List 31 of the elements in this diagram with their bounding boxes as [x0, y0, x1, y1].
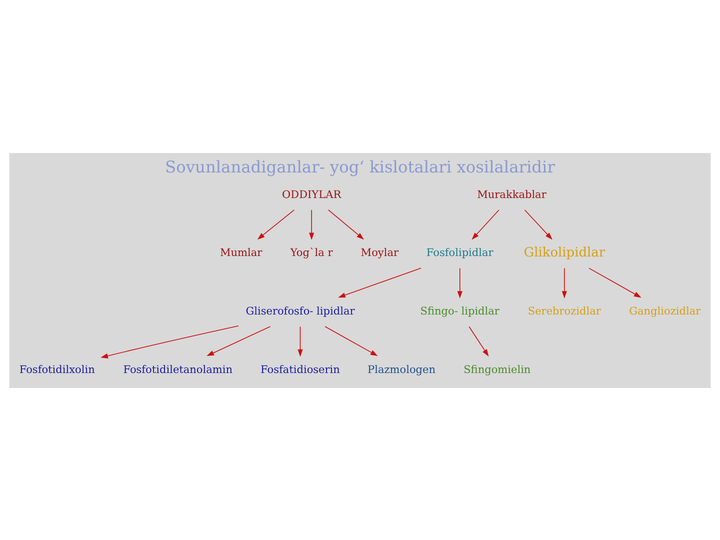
node-text: Moylar	[360, 246, 398, 259]
node-text: Fosfatidioserin	[260, 363, 340, 376]
arrow	[524, 209, 552, 240]
node-text: ODDIYLAR	[282, 188, 342, 200]
arrow	[257, 209, 295, 240]
arrow	[324, 326, 378, 356]
node-text: Sfingo- lipidlar	[420, 305, 500, 318]
node-text: Murakkablar	[477, 188, 546, 200]
arrow	[457, 267, 462, 298]
node-text: Mumlar	[220, 246, 262, 259]
node-text: Yog`la r	[290, 246, 333, 259]
node-text: Plazmologen	[368, 363, 436, 376]
node-text: Gangliozidlar	[629, 305, 701, 318]
node-text: Fosfotidilxolin	[19, 363, 95, 376]
node-text: Glikolipidlar	[524, 245, 606, 260]
node-text: Gliserofosfo- lipidlar	[246, 305, 355, 318]
arrow	[338, 267, 422, 298]
arrow	[472, 209, 500, 240]
node-text: Sfingomielin	[464, 363, 531, 376]
arrow	[100, 324, 239, 358]
arrow	[468, 326, 489, 356]
arrow	[298, 326, 303, 356]
arrow	[328, 209, 364, 240]
arrow	[309, 209, 314, 240]
node-text: Fosfotidiletanolamin	[123, 363, 233, 376]
arrow	[206, 326, 271, 356]
diagram-title: Sovunlanadiganlar- yog‘ kislotalari xosilalaridir	[165, 156, 555, 176]
node-text: Fosfolipidlar	[426, 246, 494, 259]
node-text: Serebrozidlar	[528, 305, 601, 318]
arrow	[562, 267, 567, 298]
arrow	[588, 267, 642, 298]
